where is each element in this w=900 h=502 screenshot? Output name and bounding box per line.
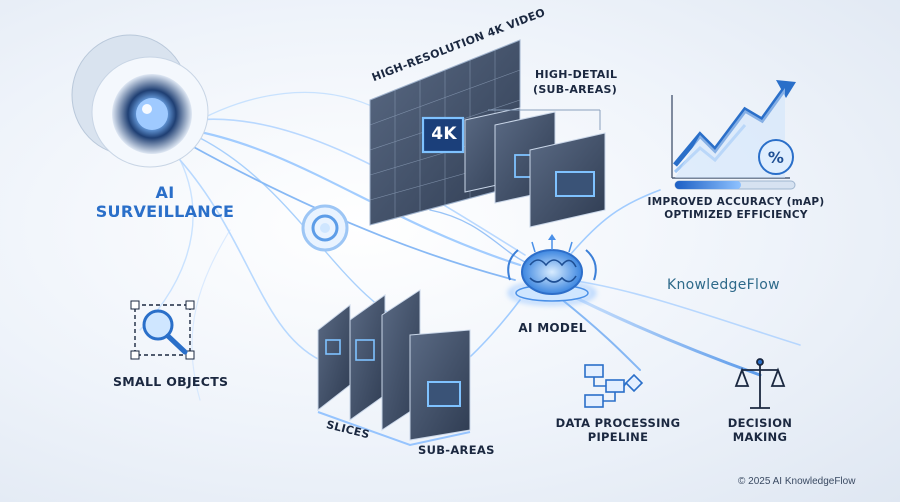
badge-4k: 4K — [431, 124, 457, 144]
magnifier-icon — [130, 300, 195, 360]
ai-heading: AI — [155, 183, 175, 202]
high-detail-frames — [464, 107, 606, 228]
brand-label: KnowledgeFlow — [667, 277, 780, 293]
copyright-notice: © 2025 AI KnowledgeFlow — [738, 476, 856, 487]
slice-frames — [317, 289, 471, 447]
lens-icon — [301, 204, 349, 252]
percent-symbol: % — [767, 148, 785, 167]
decision-label-line1: DECISION — [727, 416, 793, 430]
accuracy-progress-bar — [674, 180, 796, 190]
efficiency-label: OPTIMIZED EFFICIENCY — [664, 209, 808, 221]
pipeline-label-line1: DATA PROCESSING — [555, 416, 681, 430]
brain-icon — [507, 234, 597, 305]
small-objects-label: SMALL OBJECTS — [113, 374, 229, 389]
camera-icon — [71, 34, 209, 168]
ai-model-label: AI MODEL — [518, 321, 587, 335]
percent-icon — [758, 139, 794, 175]
high-detail-label: HIGH-DETAIL — [535, 68, 618, 81]
flowchart-icon — [584, 364, 644, 408]
decision-label-line2: MAKING — [732, 430, 788, 444]
pipeline-label-line2: PIPELINE — [587, 430, 649, 444]
high-detail-sub-label: (SUB-AREAS) — [533, 83, 618, 96]
sub-areas-label: SUB-AREAS — [418, 443, 495, 457]
accuracy-label: IMPROVED ACCURACY (mAP) — [647, 196, 825, 208]
surveillance-heading: SURVEILLANCE — [95, 202, 235, 221]
scales-icon — [734, 358, 786, 409]
trend-chart-icon — [671, 80, 796, 179]
